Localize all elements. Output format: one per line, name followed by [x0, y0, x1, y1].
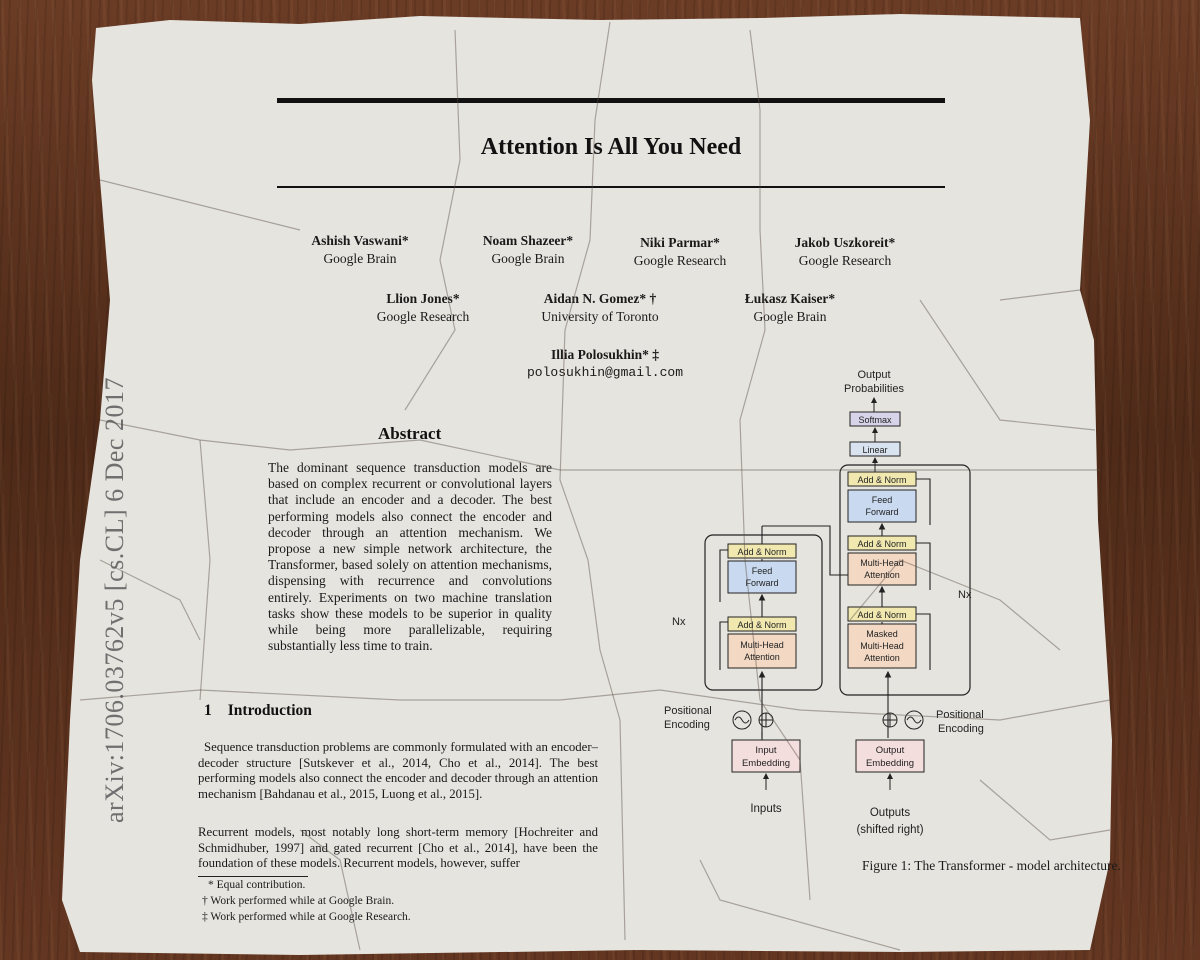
decoder-masked-attention-box [847, 623, 917, 669]
author-name: Noam Shazeer* [482, 233, 574, 248]
input-embedding-label: Embedding [742, 758, 790, 769]
author-affiliation: Google Brain [491, 251, 565, 266]
author-block: Llion Jones* Google Research [358, 290, 488, 326]
encoder-feed-forward-label: Forward [745, 578, 778, 588]
outputs-label: (shifted right) [856, 824, 923, 836]
output-embedding-label: Embedding [866, 758, 914, 769]
footnote: ‡ Work performed while at Google Researc… [202, 911, 411, 923]
outputs-label: Outputs [870, 807, 911, 819]
encoder-positional-encoding-label: Encoding [664, 719, 710, 731]
encoder-add-norm-label: Add & Norm [737, 547, 786, 557]
title-top-rule [277, 98, 945, 103]
linear-label: Linear [862, 445, 887, 455]
author-block: Noam Shazeer* Google Brain [468, 232, 588, 268]
author-affiliation: Google Research [376, 309, 470, 324]
input-embedding-box [731, 739, 801, 773]
author-name: Illia Polosukhin* ‡ [550, 347, 660, 362]
footnote-rule [198, 876, 308, 877]
softmax-label: Softmax [858, 415, 892, 425]
author-block: Jakob Uszkoreit* Google Research [780, 234, 910, 270]
section-number: 1 [204, 702, 212, 719]
section-title: Introduction [227, 702, 312, 719]
footnote: * Equal contribution. [208, 879, 306, 891]
footnote: † Work performed while at Google Brain. [202, 895, 395, 907]
softmax-box [849, 411, 901, 427]
decoder-attention-label: Multi-Head [860, 558, 904, 568]
author-name: Niki Parmar* [640, 235, 720, 250]
decoder-add-norm-label: Add & Norm [857, 539, 906, 549]
decoder-attention-box [847, 552, 917, 586]
input-embedding-label: Input [755, 745, 776, 756]
decoder-feed-forward-label: Feed [872, 495, 893, 505]
intro-paragraph: Sequence transduction problems are commo… [198, 740, 598, 801]
encoder-add-norm-label: Add & Norm [737, 620, 786, 630]
figure-caption: Figure 1: The Transformer - model archit… [862, 858, 1121, 873]
decoder-positional-encoding-label: Encoding [938, 723, 984, 735]
section-heading: 1 Introduction [204, 702, 312, 720]
decoder-stack-frame [839, 464, 971, 696]
decoder-attention-label: Attention [864, 570, 900, 580]
encoder-sine-icon [732, 710, 752, 730]
output-embedding-label: Output [876, 745, 905, 756]
author-affiliation: Google Brain [323, 251, 397, 266]
abstract-text: The dominant sequence transduction model… [268, 460, 552, 654]
author-affiliation: Google Research [633, 253, 727, 268]
decoder-feed-forward-box [847, 489, 917, 523]
transformer-diagram: Output Probabilities Softmax Linear Add … [664, 369, 984, 836]
linear-box [849, 441, 901, 457]
encoder-feed-forward-label: Feed [752, 566, 773, 576]
arxiv-stamp: arXiv:1706.03762v5 [cs.CL] 6 Dec 2017 [100, 377, 129, 823]
author-email: polosukhin@gmail.com [526, 365, 684, 380]
author-affiliation: Google Brain [753, 309, 827, 324]
encoder-attention-box [727, 633, 797, 669]
decoder-feed-forward-label: Forward [865, 507, 898, 517]
author-affiliation: Google Research [798, 253, 892, 268]
author-affiliation: University of Toronto [541, 309, 659, 324]
author-block: Łukasz Kaiser* Google Brain [730, 290, 850, 326]
encoder-nx-label: Nx [672, 616, 686, 628]
decoder-add-norm-label: Add & Norm [857, 610, 906, 620]
decoder-masked-attention-label: Masked [866, 629, 898, 639]
title-bottom-rule [277, 186, 945, 188]
author-name: Ashish Vaswani* [311, 233, 409, 248]
decoder-add-norm-label: Add & Norm [857, 475, 906, 485]
decoder-masked-attention-label: Multi-Head [860, 641, 904, 651]
inputs-label: Inputs [750, 803, 782, 815]
intro-paragraph: Recurrent models, most notably long shor… [198, 825, 598, 870]
decoder-sine-icon [904, 710, 924, 730]
decoder-positional-encoding-label: Positional [936, 709, 984, 721]
author-block: Aidan N. Gomez* † University of Toronto [525, 290, 675, 326]
encoder-positional-encoding-label: Positional [664, 705, 712, 717]
encoder-attention-label: Multi-Head [740, 640, 784, 650]
encoder-attention-label: Attention [744, 652, 780, 662]
abstract-heading: Abstract [378, 424, 442, 443]
author-block: Niki Parmar* Google Research [615, 234, 745, 270]
author-name: Łukasz Kaiser* [744, 291, 836, 306]
author-block: Ashish Vaswani* Google Brain [300, 232, 420, 268]
decoder-nx-label: Nx [958, 589, 972, 601]
encoder-stack-frame [704, 534, 823, 691]
output-embedding-box [855, 739, 925, 773]
author-name: Jakob Uszkoreit* [794, 235, 896, 250]
decoder-masked-attention-label: Attention [864, 653, 900, 663]
output-probabilities-label: Probabilities [844, 383, 904, 395]
author-block: Illia Polosukhin* ‡ polosukhin@gmail.com [500, 346, 710, 382]
author-name: Aidan N. Gomez* † [543, 291, 657, 306]
paper-title: Attention Is All You Need [480, 134, 742, 160]
output-probabilities-label: Output [857, 369, 890, 381]
author-name: Llion Jones* [386, 291, 460, 306]
